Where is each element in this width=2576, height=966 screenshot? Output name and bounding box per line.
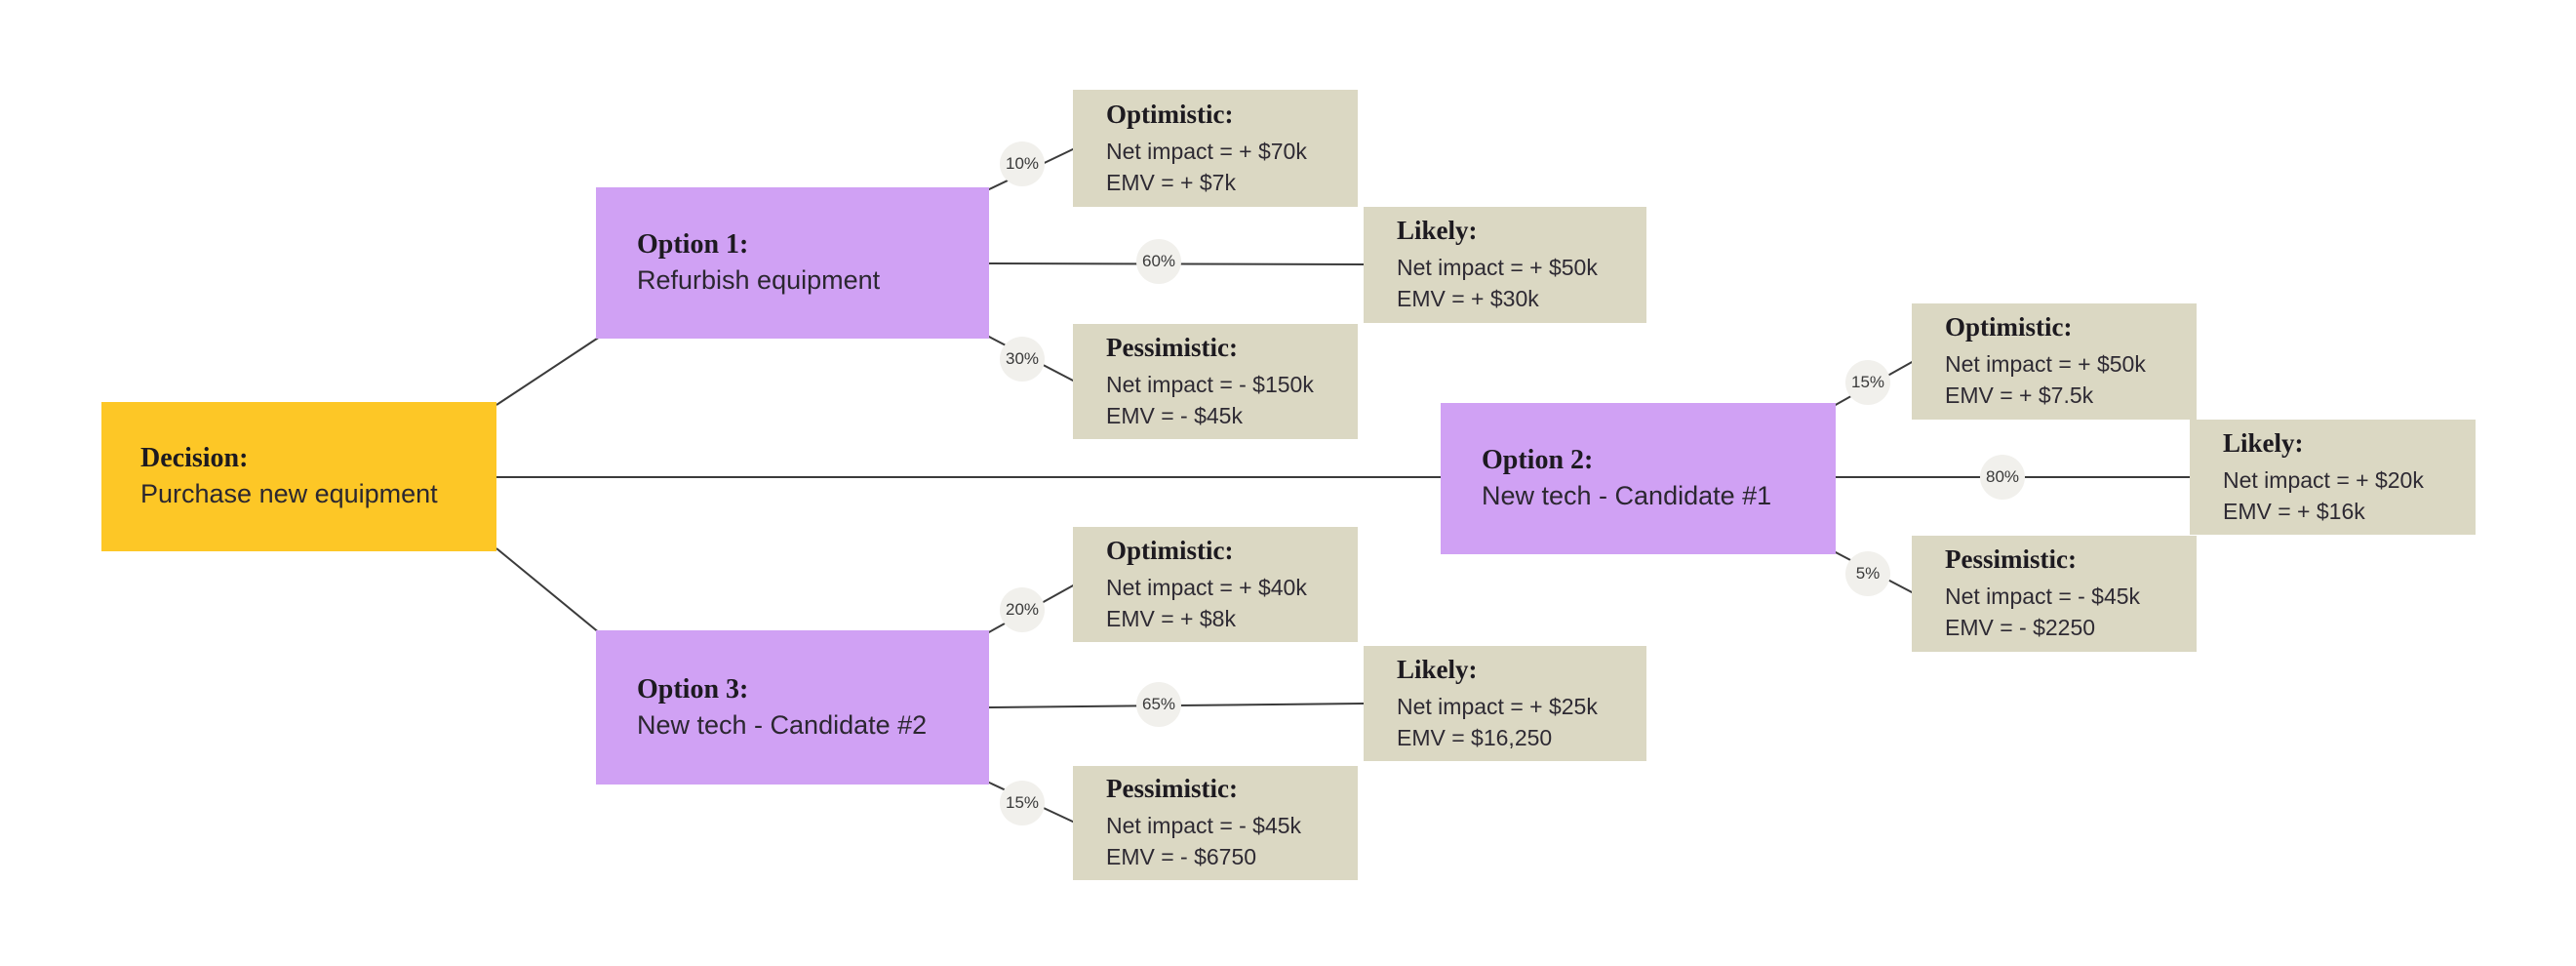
outcome-node-option3-likely: Likely: Net impact = + $25k EMV = $16,25… bbox=[1364, 646, 1646, 761]
outcome-emv: EMV = - $2250 bbox=[1945, 615, 2096, 641]
outcome-emv: EMV = + $16k bbox=[2223, 498, 2365, 524]
outcome-node-option2-likely: Likely: Net impact = + $20k EMV = + $16k bbox=[2190, 420, 2476, 535]
option-1-subtitle: Refurbish equipment bbox=[637, 265, 881, 296]
outcome-emv: EMV = + $8k bbox=[1106, 605, 1236, 631]
outcome-emv: EMV = - $45k bbox=[1106, 402, 1243, 428]
outcome-emv: EMV = - $6750 bbox=[1106, 844, 1257, 870]
outcome-net-impact: Net impact = - $45k bbox=[1106, 813, 1302, 839]
outcome-title: Likely: bbox=[1397, 654, 1478, 684]
outcome-net-impact: Net impact = + $40k bbox=[1106, 574, 1307, 600]
outcome-node-option1-pessimistic: Pessimistic: Net impact = - $150k EMV = … bbox=[1073, 324, 1358, 439]
outcome-net-impact: Net impact = + $50k bbox=[1397, 255, 1598, 281]
decision-title: Decision: bbox=[140, 443, 249, 474]
outcome-title: Optimistic: bbox=[1106, 99, 1234, 129]
outcome-title: Likely: bbox=[1397, 216, 1478, 246]
option-1-title: Option 1: bbox=[637, 229, 749, 261]
outcome-net-impact: Net impact = - $150k bbox=[1106, 371, 1314, 397]
option-node-1: Option 1: Refurbish equipment bbox=[596, 187, 989, 339]
option-3-title: Option 3: bbox=[637, 673, 749, 704]
outcome-node-option2-optimistic: Optimistic: Net impact = + $50k EMV = + … bbox=[1912, 303, 2197, 420]
outcome-net-impact: Net impact = + $50k bbox=[1945, 351, 2146, 378]
probability-badge-option2-likely: 80% bbox=[1980, 455, 2025, 500]
probability-badge-option2-optimistic: 15% bbox=[1845, 360, 1890, 405]
edge-decision-option3 bbox=[495, 547, 601, 634]
probability-badge-option3-likely: 65% bbox=[1136, 682, 1181, 727]
probability-badge-option2-pessimistic: 5% bbox=[1845, 551, 1890, 596]
outcome-node-option3-pessimistic: Pessimistic: Net impact = - $45k EMV = -… bbox=[1073, 766, 1358, 880]
option-node-3: Option 3: New tech - Candidate #2 bbox=[596, 630, 989, 785]
probability-badge-option1-optimistic: 10% bbox=[1000, 141, 1045, 186]
outcome-title: Optimistic: bbox=[1945, 312, 2073, 342]
option-2-title: Option 2: bbox=[1482, 445, 1594, 476]
outcome-title: Pessimistic: bbox=[1106, 774, 1238, 804]
option-3-subtitle: New tech - Candidate #2 bbox=[637, 709, 928, 740]
probability-badge-option3-optimistic: 20% bbox=[1000, 587, 1045, 632]
outcome-emv: EMV = + $30k bbox=[1397, 286, 1539, 312]
outcome-title: Optimistic: bbox=[1106, 535, 1234, 565]
outcome-title: Pessimistic: bbox=[1106, 332, 1238, 362]
outcome-emv: EMV = $16,250 bbox=[1397, 724, 1553, 750]
outcome-net-impact: Net impact = + $20k bbox=[2223, 466, 2424, 493]
option-2-subtitle: New tech - Candidate #1 bbox=[1482, 481, 1772, 511]
option-node-2: Option 2: New tech - Candidate #1 bbox=[1441, 403, 1836, 554]
outcome-node-option3-optimistic: Optimistic: Net impact = + $40k EMV = + … bbox=[1073, 527, 1358, 642]
outcome-node-option1-likely: Likely: Net impact = + $50k EMV = + $30k bbox=[1364, 207, 1646, 323]
probability-badge-option3-pessimistic: 15% bbox=[1000, 781, 1045, 825]
decision-subtitle: Purchase new equipment bbox=[140, 479, 438, 509]
outcome-emv: EMV = + $7k bbox=[1106, 169, 1236, 195]
outcome-title: Likely: bbox=[2223, 427, 2304, 458]
outcome-node-option2-pessimistic: Pessimistic: Net impact = - $45k EMV = -… bbox=[1912, 536, 2197, 652]
probability-badge-option1-pessimistic: 30% bbox=[1000, 337, 1045, 382]
outcome-title: Pessimistic: bbox=[1945, 544, 2077, 575]
decision-node: Decision: Purchase new equipment bbox=[101, 402, 496, 551]
outcome-node-option1-optimistic: Optimistic: Net impact = + $70k EMV = + … bbox=[1073, 90, 1358, 207]
outcome-net-impact: Net impact = - $45k bbox=[1945, 584, 2141, 610]
outcome-net-impact: Net impact = + $25k bbox=[1397, 693, 1598, 719]
edge-decision-option1 bbox=[495, 336, 601, 406]
outcome-net-impact: Net impact = + $70k bbox=[1106, 138, 1307, 164]
probability-badge-option1-likely: 60% bbox=[1136, 239, 1181, 284]
outcome-emv: EMV = + $7.5k bbox=[1945, 382, 2094, 409]
